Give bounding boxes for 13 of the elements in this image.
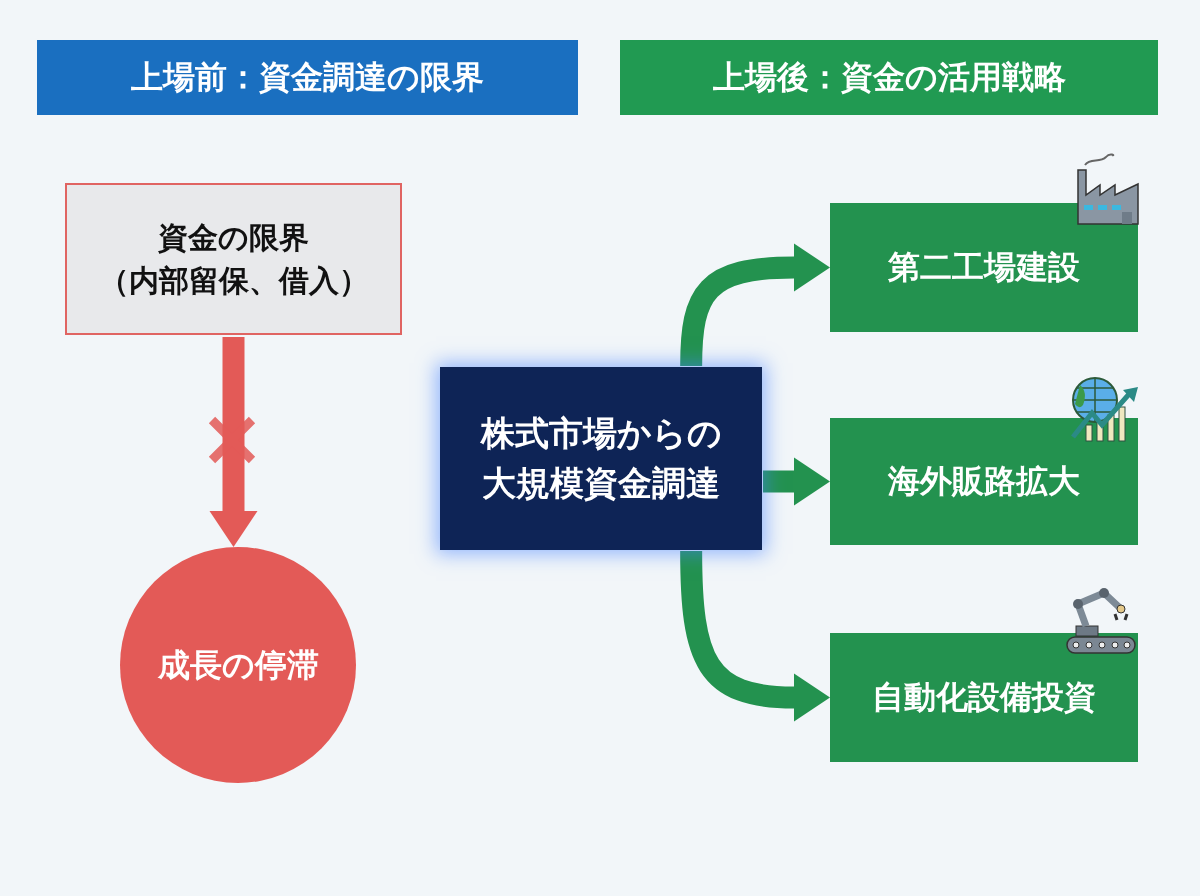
heading-text: 資金の限界: [158, 218, 309, 257]
arrow: [680, 550, 830, 722]
strategy-box: 海外販路拡大: [830, 418, 1138, 545]
header-band: 上場前：資金調達の限界: [37, 40, 578, 115]
strategy-box: 第二工場建設: [830, 203, 1138, 332]
outcome-circle: 成長の停滞: [120, 547, 356, 783]
strategy-box: 自動化設備投資: [830, 633, 1138, 762]
funding-box: 株式市場からの大規模資金調達: [440, 367, 762, 550]
header-band: 上場後：資金の活用戦略: [620, 40, 1158, 115]
arrow: [209, 337, 258, 547]
body-text: （内部留保、借入）: [98, 262, 369, 300]
arrow: [763, 457, 830, 506]
constraint-box: [65, 183, 402, 335]
